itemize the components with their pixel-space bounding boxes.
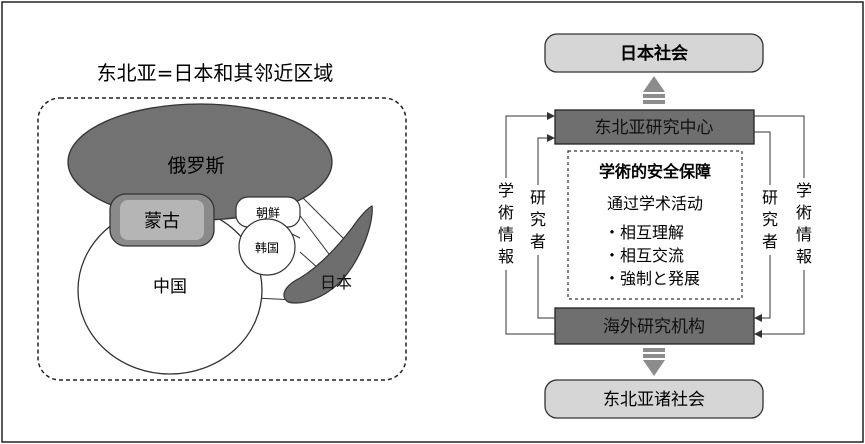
side-label-outer-left: 学: [498, 181, 514, 200]
side-label-outer-right: 学: [796, 181, 812, 200]
label-japan-society: 日本社会: [620, 43, 688, 64]
core-subtitle: 通过学术活动: [607, 194, 703, 213]
box-overseas-institutions: [554, 307, 755, 345]
label-ne-asia-societies: 东北亚诸社会: [603, 390, 705, 410]
arrow-down-icon: [643, 348, 665, 376]
side-label-outer-right: 術: [796, 203, 812, 222]
side-label-inner-right: 究: [762, 210, 778, 229]
core-item: ・相互交流: [604, 246, 684, 265]
label-south-korea: 韩国: [255, 240, 279, 255]
side-label-inner-left: 者: [530, 232, 546, 251]
label-mongolia: 蒙古: [144, 211, 180, 232]
label-china: 中国: [153, 277, 187, 297]
box-ne-asia-societies: [544, 379, 764, 419]
label-research-center: 东北亚研究中心: [595, 118, 714, 138]
arrowhead-icon: [754, 330, 762, 338]
arrowhead-icon: [754, 314, 762, 322]
region-south-korea: [238, 218, 296, 276]
arrow-up-icon: [643, 76, 665, 104]
left-panel-title: 东北亚=日本和其邻近区域: [97, 61, 334, 85]
core-title: 学術的安全保障: [599, 162, 711, 181]
region-boundary: [37, 97, 407, 381]
arrowhead-icon: [547, 112, 555, 120]
label-japan: 日本: [320, 273, 352, 292]
side-label-outer-left: 報: [498, 247, 514, 266]
core-item: ・相互理解: [604, 223, 684, 242]
label-russia: 俄罗斯: [167, 155, 224, 177]
side-label-inner-left: 究: [530, 210, 546, 229]
side-label-inner-right: 者: [762, 232, 778, 251]
side-label-outer-right: 報: [796, 247, 812, 266]
side-label-inner-right: 研: [762, 188, 778, 207]
right-panel: 日本社会 东北亚研究中心 学術的安全保障 通过学术活动 ・相互理解 ・相互交流 …: [497, 33, 813, 419]
box-japan-society: [544, 33, 764, 73]
side-label-inner-left: 研: [530, 188, 546, 207]
core-item: ・強制と発展: [604, 269, 700, 288]
box-research-center: [554, 109, 755, 145]
side-label-outer-left: 情: [498, 225, 514, 244]
side-label-outer-right: 情: [796, 225, 812, 244]
region-mongolia-inner: [120, 200, 204, 240]
arrowhead-icon: [547, 134, 555, 142]
left-panel: 东北亚=日本和其邻近区域 中国 俄罗斯 蒙古 朝鲜 韩国 日本: [37, 61, 407, 381]
label-overseas-institutions: 海外研究机构: [603, 317, 705, 337]
side-label-outer-left: 術: [498, 203, 514, 222]
region-japan: [283, 205, 373, 304]
core-box: [567, 150, 743, 300]
label-north-korea: 朝鲜: [256, 206, 280, 220]
